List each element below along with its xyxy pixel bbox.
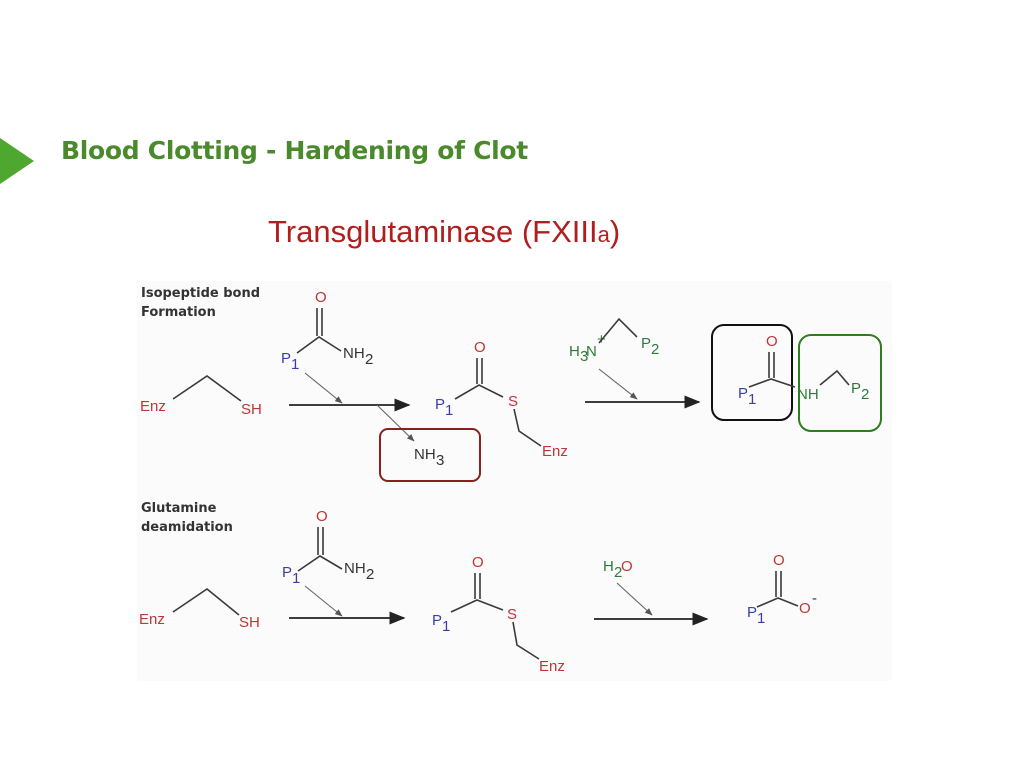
row2-thioester-oxygen: O [472, 554, 484, 571]
carboxylate-backbone [756, 597, 799, 608]
slide-bullet-arrow [0, 138, 34, 184]
product-carbonyl [768, 352, 775, 378]
row1-enz-thiol-chain [172, 375, 242, 402]
row2-section-label-2: deamidation [141, 520, 233, 535]
product-oxygen: O [766, 333, 778, 350]
water-h: H [603, 558, 614, 575]
row2-amide-backbone [297, 555, 343, 572]
row1-amide-p-sub: 1 [291, 356, 299, 373]
amine-p: P [641, 335, 651, 352]
row2-enz-label: Enz [139, 611, 165, 628]
row2-thioester-s: S [507, 606, 517, 623]
row1-ammonia-out-arrow [376, 404, 415, 442]
row1-enz-label: Enz [140, 398, 166, 415]
row2-sh-label: SH [239, 614, 260, 631]
amine-n: N [586, 343, 597, 360]
ammonia-sub: 3 [436, 452, 444, 469]
row1-amide-nh-sub: 2 [365, 351, 373, 368]
ammonia-nh: NH [414, 446, 436, 463]
carboxylate-charge: - [812, 590, 817, 607]
amine-p-sub: 2 [651, 341, 659, 358]
row2-thioester-p: P [432, 612, 442, 629]
row2-enz-thiol-chain [172, 588, 240, 616]
carbonyl-highlight-box [711, 324, 793, 421]
carboxylate-oxygen: O [773, 552, 785, 569]
row1-thioester-p-sub: 1 [445, 402, 453, 419]
heading-close: ) [609, 214, 621, 249]
row2-section-label-1: Glutamine [141, 501, 217, 516]
row2-thioester-enz-chain [512, 621, 540, 660]
heading-subscript: a [597, 222, 610, 247]
row1-thioester-oxygen: O [474, 339, 486, 356]
carboxylate-o-minus: O [799, 600, 811, 617]
row1-amide-oxygen: O [315, 289, 327, 306]
row1-thioester-backbone [454, 384, 504, 400]
row1-section-label-1: Isopeptide bond [141, 286, 260, 301]
row1-amide-nh: NH [343, 345, 365, 362]
row1-thioester-s: S [508, 393, 518, 410]
row1-amide-carbonyl-bond [316, 308, 323, 336]
row2-thioester-enz: Enz [539, 658, 565, 675]
product-p1-sub: 1 [748, 391, 756, 408]
product-nh: NH [797, 386, 819, 403]
row1-thioester-p: P [435, 396, 445, 413]
ammonia-highlight-box [379, 428, 481, 482]
carboxylate-p-sub: 1 [757, 610, 765, 627]
row1-thioester-enz-chain [513, 408, 542, 447]
row1-amide-in-arrow [304, 372, 343, 404]
reaction-diagram: Isopeptide bond Formation Enz SH O P 1 N… [137, 281, 892, 681]
product-p2: P [851, 380, 861, 397]
amine-h: H [569, 343, 580, 360]
amine-h-sub: 3 [580, 348, 588, 365]
row2-amide-p: P [282, 564, 292, 581]
row2-amide-carbonyl [317, 527, 324, 555]
amine-in-arrow [598, 368, 638, 400]
row1-sh-label: SH [241, 401, 262, 418]
carboxylate-p: P [747, 604, 757, 621]
amine-chain [598, 317, 638, 344]
row1-thioester-enz: Enz [542, 443, 568, 460]
row1-amide-backbone [296, 336, 342, 354]
row1-amide-p: P [281, 350, 291, 367]
carboxylate-carbonyl [775, 571, 782, 597]
row2-amide-nh-sub: 2 [366, 566, 374, 583]
product-amine-chain [819, 369, 850, 386]
row1-thioester-carbonyl [476, 358, 483, 384]
slide-title: Blood Clotting - Hardening of Clot [61, 136, 528, 165]
heading-main: Transglutaminase (FXIII [268, 214, 598, 249]
amine-highlight-box [798, 334, 882, 432]
product-backbone [748, 378, 796, 388]
row2-thioester-p-sub: 1 [442, 618, 450, 635]
water-sub: 2 [614, 564, 622, 581]
product-p2-sub: 2 [861, 386, 869, 403]
row2-amide-nh: NH [344, 560, 366, 577]
product-p1: P [738, 385, 748, 402]
row2-amide-p-sub: 1 [292, 570, 300, 587]
row2-thioester-carbonyl [474, 573, 481, 599]
row2-amide-oxygen: O [316, 508, 328, 525]
water-o: O [621, 558, 633, 575]
row1-section-label-2: Formation [141, 305, 216, 320]
diagram-heading: Transglutaminase (FXIIIa) [268, 214, 620, 250]
row2-thioester-backbone [450, 599, 504, 613]
reaction-diagram-svg: Isopeptide bond Formation Enz SH O P 1 N… [139, 286, 882, 675]
row2-amide-in-arrow [304, 585, 343, 617]
water-in-arrow [616, 582, 653, 616]
